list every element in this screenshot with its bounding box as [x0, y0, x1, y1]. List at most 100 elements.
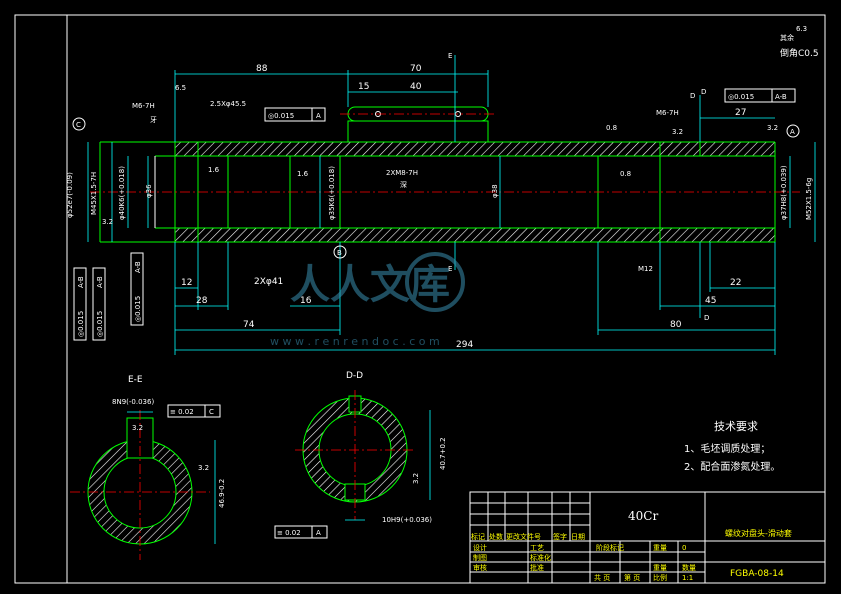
tb-ratio: 比例 [653, 573, 667, 582]
notes-heading: 技术要求 [714, 420, 758, 433]
tol-6: ≡ 0.02 [170, 408, 194, 416]
watermark: 人人文库 w w w . r e n r e n d o c . c o m [270, 252, 465, 348]
dim-45: 45 [705, 296, 716, 306]
part-name: 螺纹对盘头-滑动套 [725, 528, 792, 538]
inner-frame [66, 14, 826, 584]
tol-2-ref: A-B [775, 93, 787, 101]
dia-40: φ40K6(+0.018) [118, 166, 126, 220]
rough-1-6-a: 1.6 [208, 166, 220, 174]
watermark-brand: 人人文库 [290, 262, 450, 308]
material: 40Cr [628, 509, 658, 523]
rev-h-2: 处数 [489, 532, 503, 541]
section-e-e-title: E-E [128, 375, 143, 385]
label-m12: M12 [638, 265, 653, 273]
dia-m52: M52X1.5-6g [805, 178, 813, 220]
dia-m45: M45X1.5-7H [90, 172, 98, 215]
rev-h-3: 更改文件号 [506, 532, 541, 541]
tolerance-frames: ◎0.015 A ◎0.015 A-B ◎0.015 A-B ◎0.015 A-… [73, 88, 796, 539]
dia-35: φ35K6(+0.018) [328, 166, 336, 220]
tb-sheet: 第 页 [624, 573, 640, 582]
tol-1-ref: A [316, 112, 321, 120]
rough-corner-label: 其余 [780, 33, 794, 42]
label-m6-left-sub: 牙 [150, 116, 157, 124]
section-e-top: E [448, 52, 452, 60]
tol-7-ref: A [316, 529, 321, 537]
ee-rough-2: 3.2 [198, 464, 209, 472]
label-m8: 2XM8-7H [386, 169, 418, 177]
tb-check: 审核 [473, 563, 487, 572]
section-d-d: D-D 10H9(+0.036) 40.7+0.2 3.2 [295, 371, 447, 524]
datum-c: C [76, 121, 81, 129]
tol-7: ≡ 0.02 [277, 529, 301, 537]
tb-sheets: 共 页 [594, 573, 610, 582]
dia-52: φ52e7(-0.09) [66, 172, 74, 218]
dd-key: 10H9(+0.036) [382, 516, 432, 524]
dd-height: 40.7+0.2 [439, 437, 447, 470]
rough-3-2-a: 3.2 [102, 218, 113, 226]
section-d-right: D [701, 88, 706, 96]
datum-a: A [790, 128, 795, 136]
rev-h-4: 签字 [553, 532, 567, 541]
drawing-no: FGBA-08-14 [730, 569, 784, 579]
dim-22: 22 [730, 278, 741, 288]
shaft-bottom-wall [175, 228, 775, 242]
label-m6-left: M6-7H [132, 102, 155, 110]
rough-3-2-b: 3.2 [672, 128, 683, 136]
tb-mass: 重量 [653, 564, 667, 572]
rough-0-8-a: 0.8 [606, 124, 617, 132]
technical-notes: 技术要求 1、毛坯调质处理； 2、配合面渗氮处理。 [684, 420, 780, 473]
label-m6-right: M6-7H [656, 109, 679, 117]
dim-74: 74 [243, 320, 255, 330]
rough-0-8-b: 0.8 [620, 170, 631, 178]
dim-6-5: 6.5 [175, 84, 186, 92]
dim-16: 16 [300, 296, 312, 306]
diameter-labels: φ52e7(-0.09) M45X1.5-7H φ40K6(+0.018) φ3… [66, 165, 813, 220]
tol-2: ◎0.015 [728, 93, 754, 101]
tol-4-ref: A-B [96, 276, 104, 288]
dim-80: 80 [670, 320, 682, 330]
section-d-top: D [690, 92, 695, 100]
tb-weight-val: 0 [682, 544, 686, 552]
dim-2x41: 2Xφ41 [254, 277, 283, 287]
title-block: 40Cr 螺纹对盘头-滑动套 FGBA-08-14 标记 处数 更改文件号 签字… [469, 491, 826, 584]
section-d-bottom: D [704, 314, 709, 322]
dim-294: 294 [456, 340, 473, 350]
shaft-main-view [90, 106, 800, 243]
rough-1-6-b: 1.6 [297, 170, 309, 178]
section-d-d-title: D-D [346, 371, 363, 381]
tol-6-ref: C [209, 408, 214, 416]
notes-item-2: 2、配合面渗氮处理。 [684, 460, 780, 473]
ee-rough: 3.2 [132, 424, 143, 432]
datum-markers: C A B E E D D D [72, 52, 800, 322]
rough-corner: 6.3 [796, 25, 807, 33]
dim-12: 12 [181, 278, 192, 288]
dim-40: 40 [410, 82, 422, 92]
tol-4: ◎0.015 [96, 311, 104, 337]
ee-height: 46.9-0.2 [218, 479, 226, 508]
chamfer-note: 倒角C0.5 [780, 47, 819, 59]
dia-38: φ38 [491, 184, 499, 198]
tb-approve: 批准 [530, 563, 544, 572]
tb-ratio-val: 1:1 [682, 574, 693, 582]
ee-key: 8N9(-0.036) [112, 398, 154, 406]
rev-h-5: 日期 [571, 533, 585, 541]
tol-5-ref: A-B [134, 261, 142, 273]
tol-5: ◎0.015 [134, 296, 142, 322]
label-m8-sub: 深 [400, 180, 407, 189]
tb-weight: 重量 [653, 544, 667, 552]
dim-chamfer: 2.5Xφ45.5 [210, 100, 246, 108]
dia-36: φ36 [145, 184, 153, 198]
dia-37: φ37H8(+0.039) [780, 165, 788, 220]
tol-1: ◎0.015 [268, 112, 294, 120]
tb-qty: 数量 [682, 563, 696, 572]
dimension-texts: 88 70 15 40 6.5 2.5Xφ45.5 27 12 28 2Xφ41… [102, 25, 819, 350]
section-e-e: E-E 8N9(-0.036) 46.9-0.2 3.2 3.2 [70, 375, 226, 560]
dim-15: 15 [358, 82, 369, 92]
tb-design: 设计 [473, 543, 487, 552]
shaft-top-wall [175, 142, 775, 156]
tb-draw: 制图 [473, 553, 487, 562]
dd-rough: 3.2 [412, 473, 420, 484]
datum-b: B [337, 249, 342, 257]
rough-3-2-c: 3.2 [767, 124, 778, 132]
